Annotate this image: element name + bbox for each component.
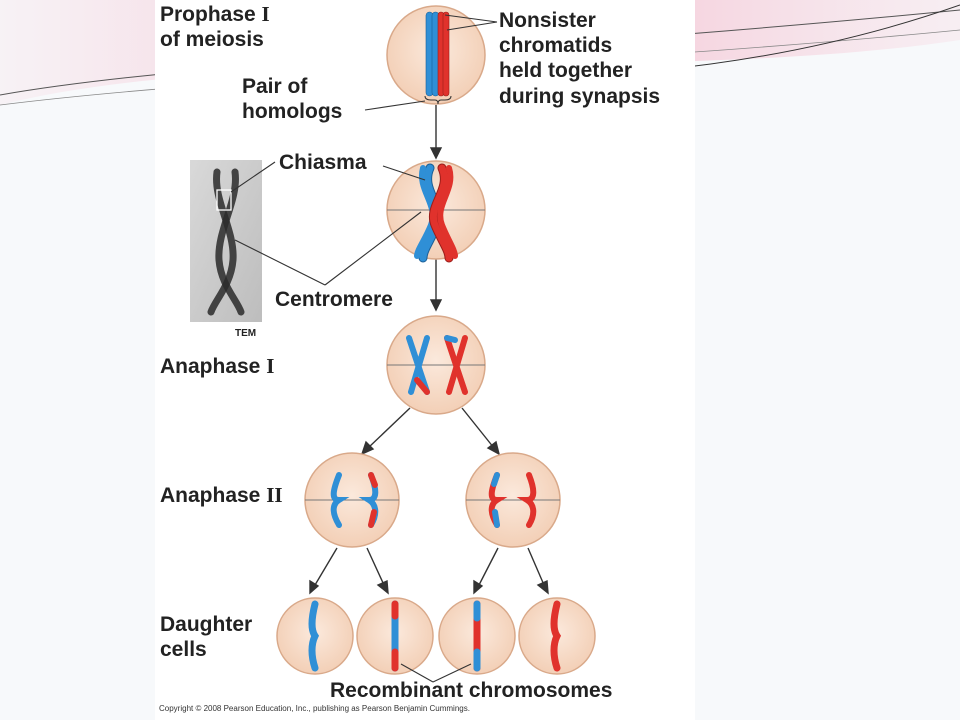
label-tem: TEM bbox=[235, 328, 257, 339]
label-anaphase-1: Anaphase I bbox=[160, 354, 275, 378]
label-recombinant-chromosomes: Recombinant chromosomes bbox=[330, 679, 613, 702]
daughter-cell-2 bbox=[356, 597, 434, 675]
cell-anaphase-2-left bbox=[304, 452, 400, 548]
daughter-cell-1 bbox=[276, 597, 354, 675]
leader-lines-middle bbox=[230, 161, 426, 286]
leader-lines-top bbox=[364, 14, 498, 111]
label-anaphase-2: Anaphase II bbox=[160, 483, 283, 507]
label-chiasma: Chiasma bbox=[279, 151, 367, 174]
leader-lines-recombinant bbox=[400, 663, 472, 683]
label-centromere: Centromere bbox=[275, 288, 393, 311]
daughter-cell-4 bbox=[518, 597, 596, 675]
arrows bbox=[309, 105, 549, 595]
daughter-cell-3 bbox=[438, 597, 516, 675]
cell-prophase bbox=[386, 5, 486, 105]
cell-anaphase-1 bbox=[386, 315, 486, 415]
label-prophase: Prophase I of meiosis bbox=[160, 2, 270, 52]
copyright-notice: Copyright © 2008 Pearson Education, Inc.… bbox=[159, 704, 470, 713]
tem-micrograph bbox=[190, 160, 262, 322]
label-nonsister-chromatids: Nonsister chromatids held together durin… bbox=[499, 9, 661, 108]
cell-anaphase-2-right bbox=[465, 452, 561, 548]
meiosis-diagram bbox=[190, 5, 596, 683]
chromatid-red-2 bbox=[442, 11, 450, 97]
cell-chiasma bbox=[386, 160, 486, 263]
